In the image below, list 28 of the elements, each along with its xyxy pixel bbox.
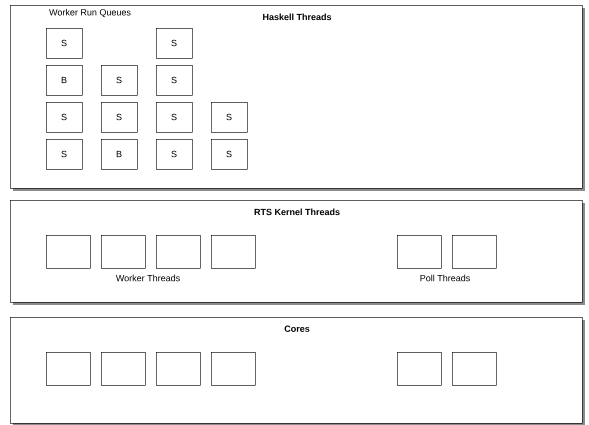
core-box <box>211 352 256 386</box>
core-box <box>452 352 497 386</box>
queue-cell: B <box>46 65 83 96</box>
thread-box <box>397 234 442 269</box>
queue-cell: B <box>101 138 138 170</box>
core-box <box>46 352 91 386</box>
core-box <box>397 352 442 386</box>
core-box <box>156 352 201 386</box>
thread-box <box>101 234 146 269</box>
queue-cell: S <box>101 102 138 133</box>
thread-box <box>452 234 497 269</box>
thread-box <box>46 234 91 269</box>
thread-box <box>211 234 256 269</box>
queue-cell: S <box>46 28 83 59</box>
queue-cell: S <box>156 28 193 59</box>
core-box <box>101 352 146 386</box>
group-label: Worker Run Queues <box>49 8 131 18</box>
thread-box <box>156 234 201 269</box>
queue-cell: S <box>156 138 193 170</box>
queue-cell: S <box>156 65 193 96</box>
queue-cell: S <box>46 102 83 133</box>
queue-cell: S <box>211 102 248 133</box>
group-label: Worker Threads <box>116 274 180 282</box>
queue-cell: S <box>46 138 83 170</box>
group-label: Poll Threads <box>420 274 470 282</box>
queue-cell: S <box>101 65 138 96</box>
queue-cell: S <box>211 138 248 170</box>
queue-cell: S <box>156 102 193 133</box>
